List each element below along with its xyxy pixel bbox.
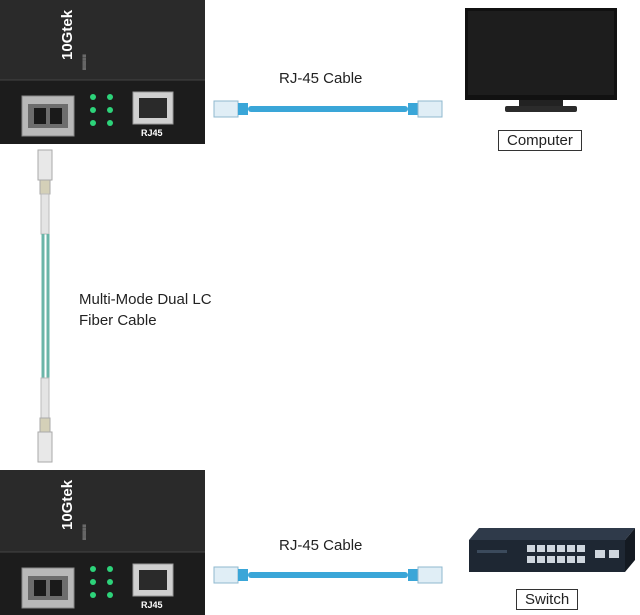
fiber-label-line1: Multi-Mode Dual LC (79, 291, 212, 308)
top-media-converter: 10Gtek ||||||||||||||| RJ45 (0, 0, 205, 144)
svg-text:|||||||||||||||: ||||||||||||||| (81, 524, 86, 540)
bottom-cable-label: RJ-45 Cable (279, 537, 363, 554)
top-converter-port-label: RJ45 (141, 128, 163, 138)
svg-text:|||||||||||||||: ||||||||||||||| (81, 54, 86, 70)
fiber-label-line2: Fiber Cable (79, 312, 157, 329)
computer-monitor-icon (465, 8, 617, 112)
bottom-rj45-cable (213, 566, 443, 584)
fiber-cable (37, 149, 53, 463)
bottom-converter-brand: 10Gtek (59, 479, 76, 530)
top-converter-brand: 10Gtek (59, 9, 76, 60)
network-switch-icon (469, 528, 635, 572)
bottom-media-converter: 10Gtek ||||||||||||||| RJ45 (0, 470, 205, 615)
top-cable-label: RJ-45 Cable (279, 70, 363, 87)
switch-label: Switch (516, 589, 579, 610)
fiber-cable-label: Multi-Mode Dual LC Fiber Cable (79, 289, 212, 331)
bottom-converter-port-label: RJ45 (141, 600, 163, 610)
computer-label: Computer (498, 130, 582, 151)
top-rj45-cable (213, 100, 443, 118)
